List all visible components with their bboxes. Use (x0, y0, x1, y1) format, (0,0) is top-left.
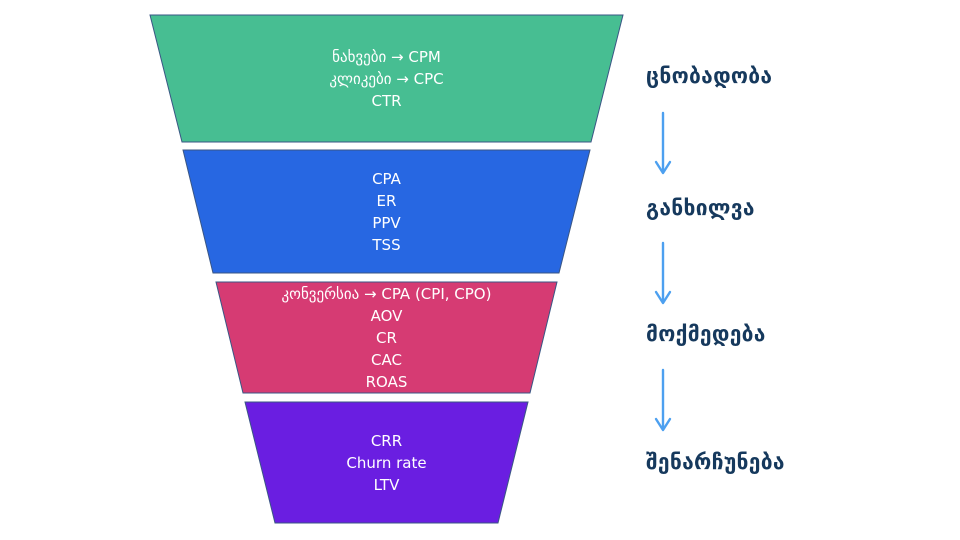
down-arrow-icon (654, 241, 672, 305)
stage-label-consideration: განხილვა (646, 196, 755, 220)
funnel-segment-consideration-shape (182, 149, 591, 274)
funnel-segment-retention-shape (244, 401, 529, 524)
funnel-segment-action-shape (215, 281, 558, 394)
down-arrow-stroke (654, 241, 672, 305)
funnel-segment-awareness-shape (149, 14, 624, 143)
stage-label-retention: შენარჩუნება (646, 450, 785, 474)
stage-label-awareness: ცნობადობა (646, 64, 773, 88)
down-arrow-icon (654, 111, 672, 175)
down-arrow-stroke (654, 111, 672, 175)
down-arrow-icon (654, 368, 672, 432)
down-arrow-stroke (654, 368, 672, 432)
stage-label-action: მოქმედება (646, 322, 766, 346)
